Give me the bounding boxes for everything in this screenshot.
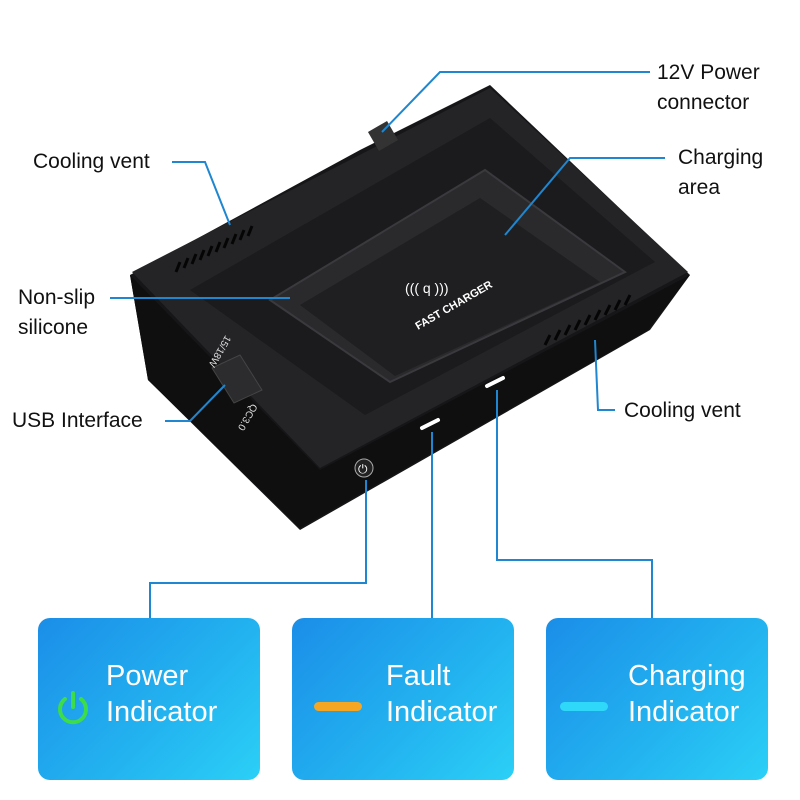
- wireless-charger-device: 15/18W QC3.0 FAST CHARGER ((( q ))) ⏻: [130, 85, 690, 530]
- card-subtitle: Indicator: [628, 696, 740, 728]
- charging-led: [485, 376, 505, 388]
- cooling-vents: [174, 225, 632, 346]
- callout-text: connector: [657, 91, 750, 114]
- callout-power-connector: 12V Power connector: [657, 58, 760, 118]
- callout-charging-area: Charging area: [678, 143, 763, 203]
- power-icon: ⏻: [358, 462, 368, 476]
- power-connector: [367, 120, 399, 152]
- card-title: Charging: [628, 660, 746, 692]
- callout-usb-interface: USB Interface: [12, 409, 143, 432]
- callout-text: area: [678, 176, 721, 199]
- qi-icon: ((( q ))): [405, 280, 449, 296]
- card-title: Power: [106, 660, 189, 692]
- callout-cooling-vent-right: Cooling vent: [624, 399, 741, 422]
- power-button-icon[interactable]: [354, 458, 374, 478]
- callout-cooling-vent-left: Cooling vent: [33, 150, 150, 173]
- power-icon: [58, 691, 88, 725]
- callout-text: Non-slip: [18, 286, 96, 309]
- fault-led: [420, 418, 440, 430]
- dash-icon: [314, 702, 362, 711]
- leader-lines: [110, 71, 665, 618]
- callout-text: 12V Power: [657, 61, 760, 84]
- callout-non-slip: Non-slip silicone: [18, 283, 95, 343]
- dash-icon: [560, 702, 608, 711]
- card-subtitle: Indicator: [106, 696, 218, 728]
- callout-text: Charging: [678, 146, 764, 169]
- card-title: Fault: [386, 660, 451, 692]
- usb-port[interactable]: [211, 354, 263, 404]
- callout-text: silicone: [18, 316, 89, 339]
- card-subtitle: Indicator: [386, 696, 498, 728]
